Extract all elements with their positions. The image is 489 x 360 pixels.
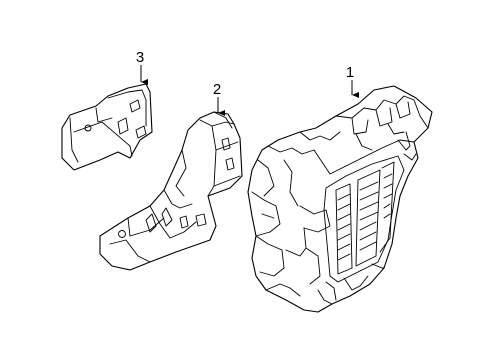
callout-1-label: 1 xyxy=(346,64,354,81)
callout-1: 1 xyxy=(346,64,359,98)
callout-3: 3 xyxy=(136,49,148,85)
part-1-relay-box xyxy=(247,85,433,313)
callout-2-label: 2 xyxy=(213,81,221,98)
callout-2: 2 xyxy=(213,81,225,116)
part-3-small-bracket xyxy=(61,83,153,171)
callout-3-label: 3 xyxy=(136,49,144,66)
part-2-mounting-bracket xyxy=(99,111,243,271)
